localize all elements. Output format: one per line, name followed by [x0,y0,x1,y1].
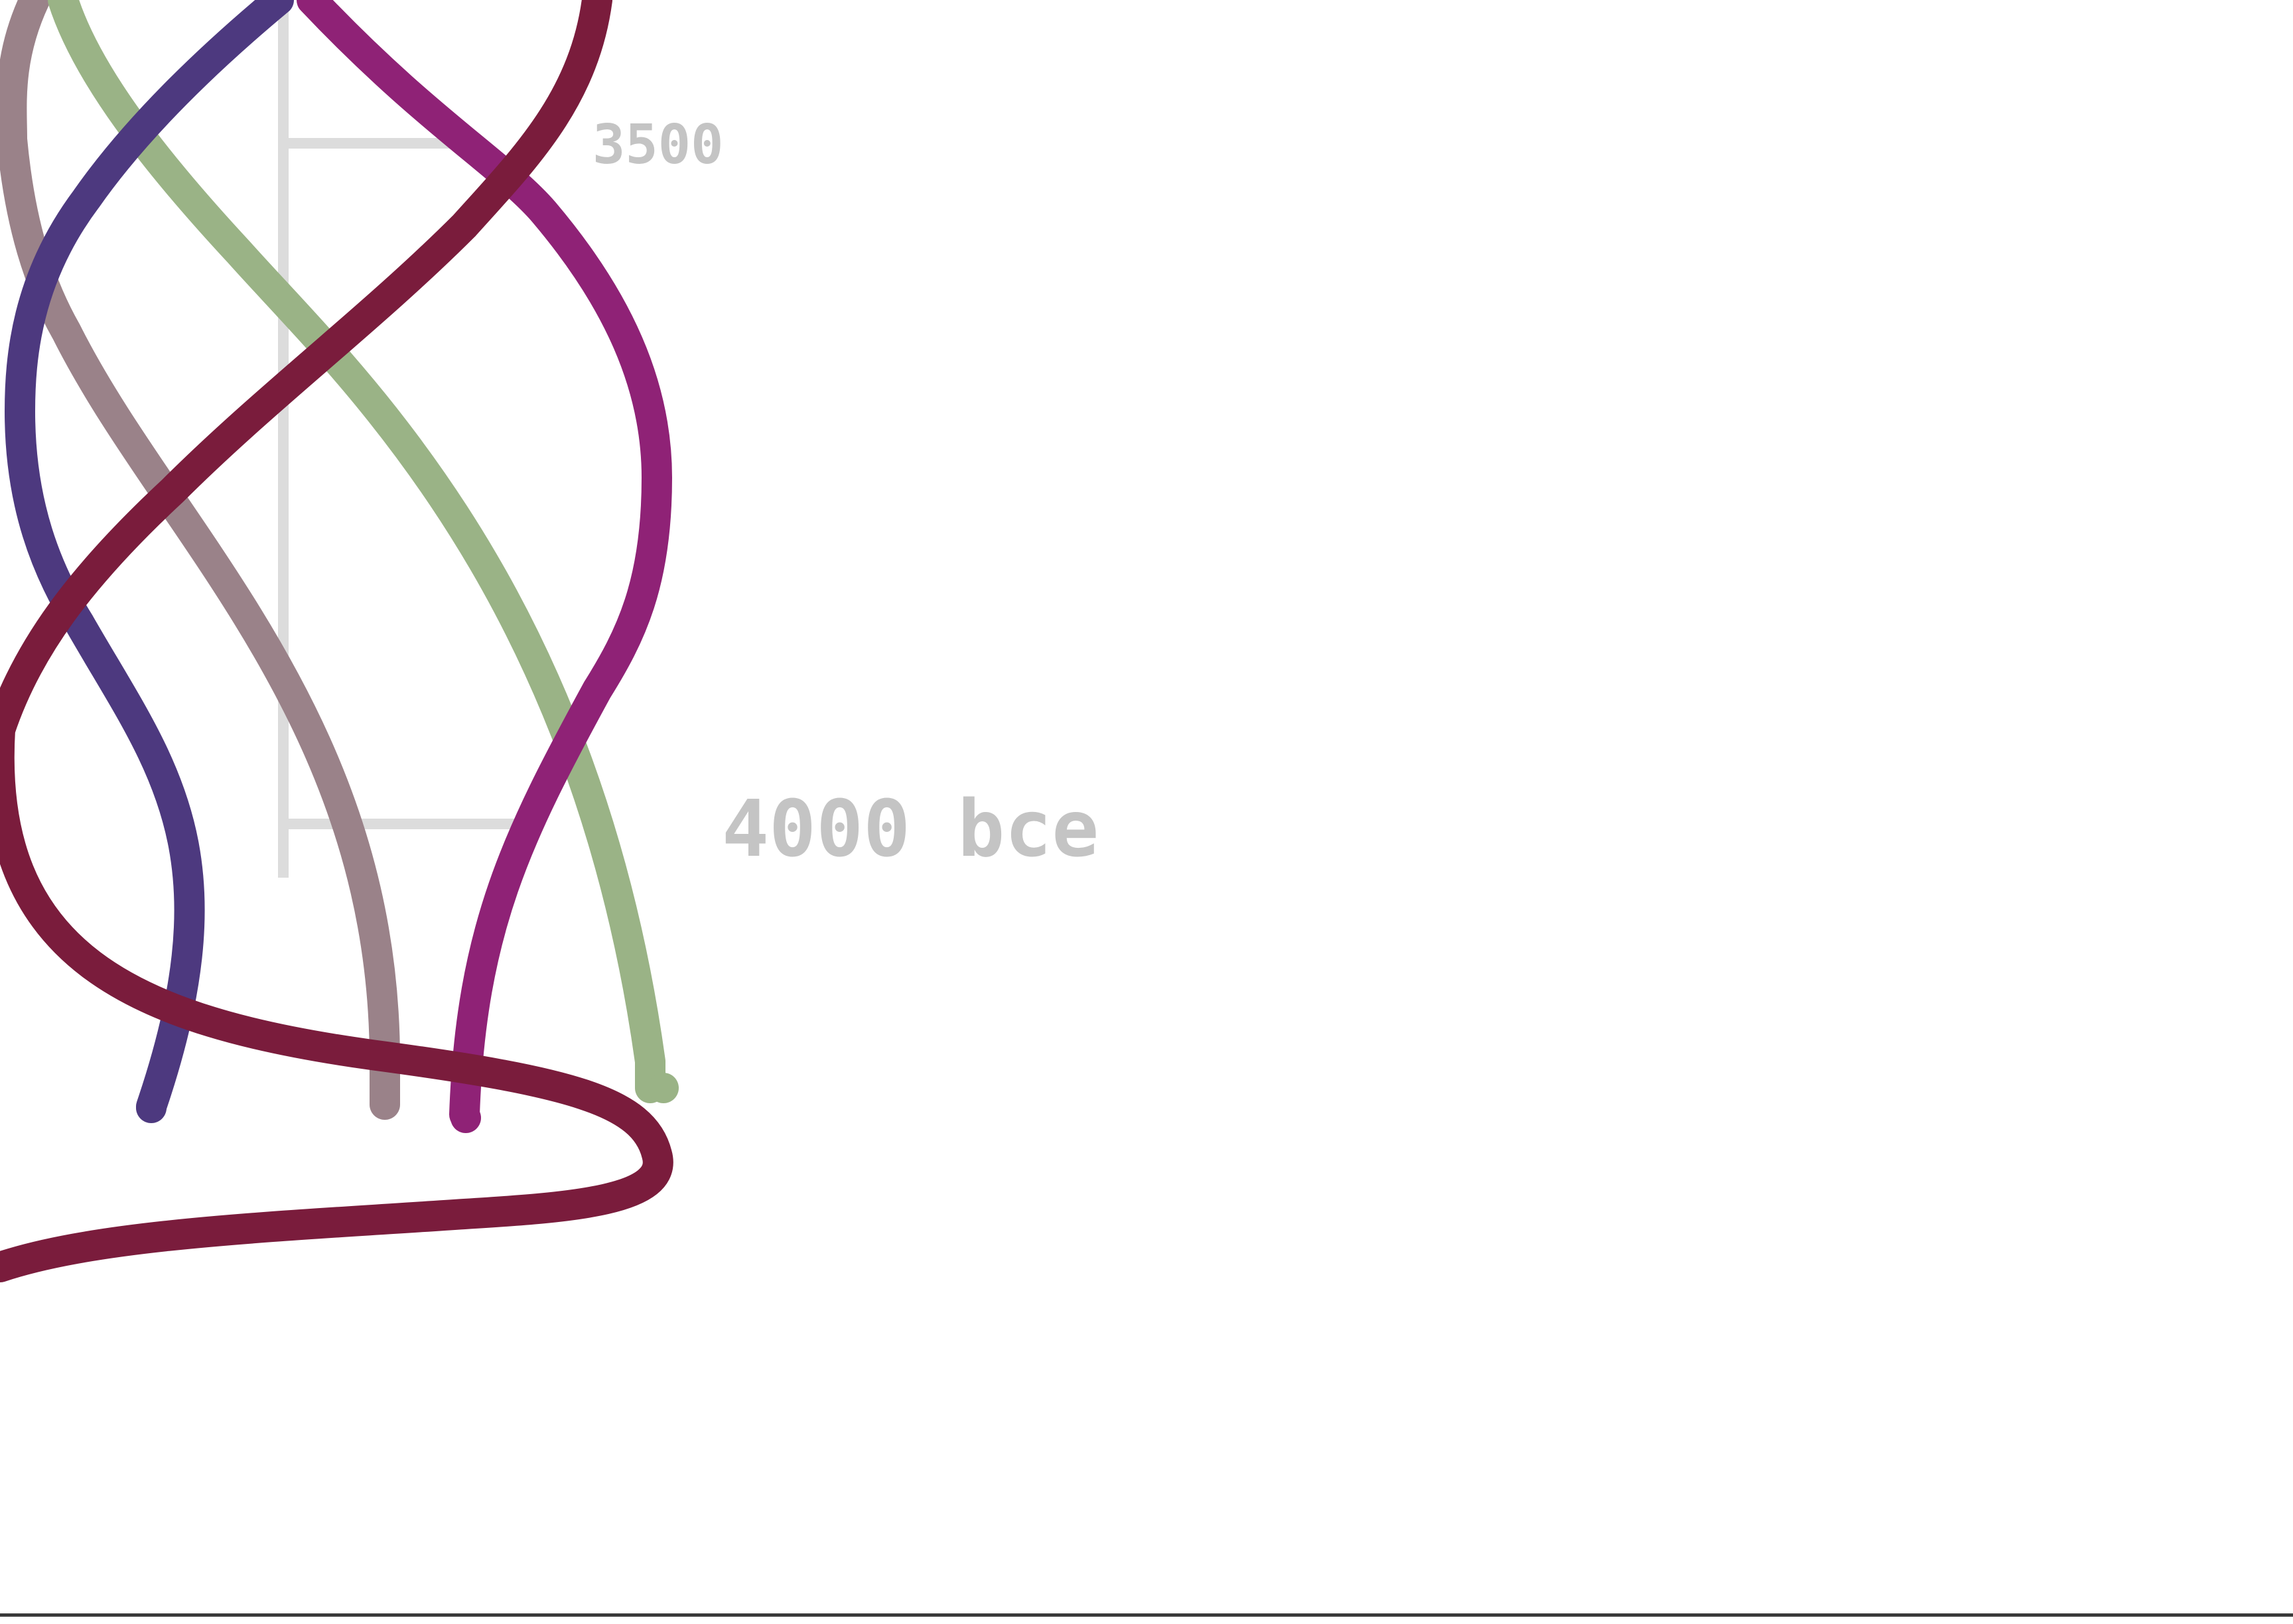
tick-label-3500: 3500 [592,113,723,176]
tick-label-4000-bce: 4000 bce [722,783,1099,874]
strand-wine [0,0,673,1282]
strand-indigo [5,0,294,1122]
strand-magenta-end [451,1103,481,1133]
strand-mauve-end [370,1086,400,1116]
strand-mauve [0,0,400,1120]
strand-green-end [648,1073,679,1103]
bottom-rule [0,1613,2293,1617]
strand-green [48,0,665,1103]
strand-indigo-end [136,1093,167,1123]
